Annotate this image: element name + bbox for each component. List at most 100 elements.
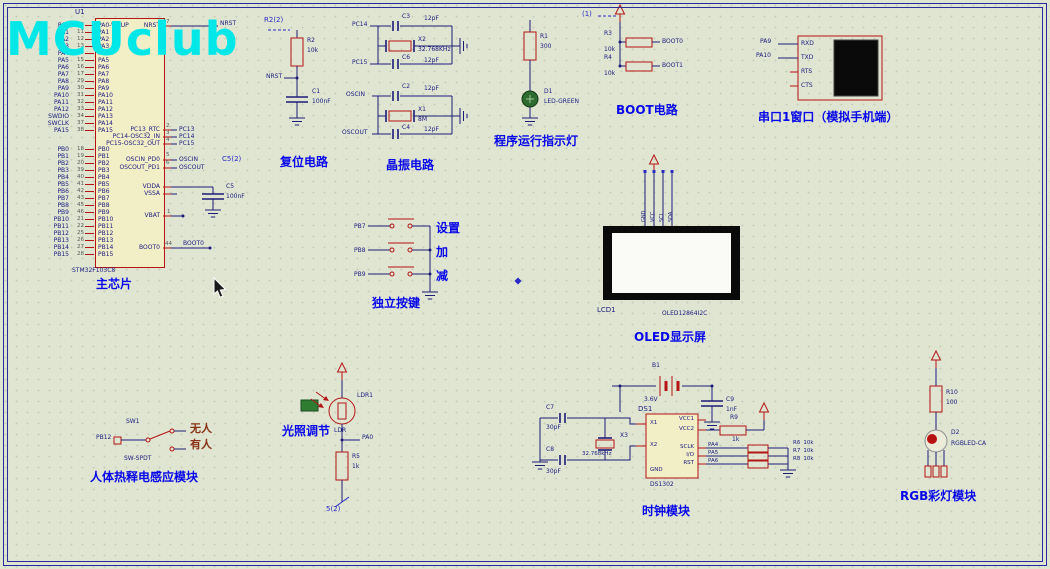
chip-pin-row[interactable]: PB13 26 [28, 237, 94, 244]
net-label[interactable]: NRST [266, 73, 283, 80]
chip-pin-row[interactable]: PB15 28 [28, 251, 94, 258]
ic-ref: DS1 [638, 405, 653, 413]
resistor-ref: R10 [946, 389, 958, 396]
clock-circuit[interactable] [531, 376, 797, 479]
chip-pin-row[interactable]: PA11 32 [28, 99, 94, 106]
net-label[interactable]: OSCOUT [179, 164, 205, 171]
chip-pin-row[interactable]: PA4 14 [28, 50, 94, 57]
pin-line [85, 95, 94, 96]
pin-line [85, 32, 94, 33]
net-label[interactable]: PA5 [708, 450, 719, 456]
terminal-pin-label: RXD [801, 40, 814, 47]
net-label[interactable]: OSCIN [179, 156, 198, 163]
net-label[interactable]: BOOT0 [662, 38, 683, 45]
crystal-circuit[interactable] [370, 21, 468, 139]
keys-circuit[interactable] [368, 218, 439, 300]
chip-pin-row[interactable]: PB12 25 [28, 230, 94, 237]
chip-pin-row[interactable]: PB14 27 [28, 244, 94, 251]
chip-pin-row[interactable]: PA1 11 [28, 29, 94, 36]
net-label[interactable]: BOOT0 [183, 240, 204, 247]
net-label[interactable]: OSCIN [346, 91, 365, 98]
ldr-ref: LDR1 [357, 392, 373, 399]
chip-pin-row[interactable]: PA8 29 [28, 78, 94, 85]
chip-pin-row[interactable]: PB10 21 [28, 216, 94, 223]
net-annotation: C5(2) [222, 155, 242, 163]
pin-net-label: PA0 [57, 22, 69, 29]
net-label[interactable]: PA0 [362, 434, 374, 441]
chip-pin-row[interactable]: PB1 19 [28, 153, 94, 160]
reset-circuit[interactable] [268, 29, 308, 126]
chip-pin-row[interactable]: PB6 42 [28, 188, 94, 195]
pin-number: 14 [77, 50, 84, 56]
chip-pin-row[interactable]: SWCLK 37 [28, 120, 94, 127]
chip-pin-row[interactable]: PA9 30 [28, 85, 94, 92]
main-chip-pins[interactable] [163, 25, 224, 250]
pin-inner-label: PB10 [98, 216, 114, 223]
pin-number: 45 [77, 202, 84, 208]
chip-pin-row[interactable]: PA15 38 [28, 127, 94, 134]
pin-net-label: PB7 [57, 195, 69, 202]
chip-pin-row[interactable]: PA5 15 [28, 57, 94, 64]
chip-pin-row[interactable]: PB11 22 [28, 223, 94, 230]
net-label[interactable]: PA10 [756, 52, 771, 59]
chip-pin-row[interactable]: PB7 43 [28, 195, 94, 202]
chip-pin-row[interactable]: PA2 12 [28, 36, 94, 43]
rgb-circuit[interactable] [924, 350, 948, 478]
torch-control[interactable] [300, 399, 319, 412]
chip-pin-row[interactable]: SWDIO 34 [28, 113, 94, 120]
boot-circuit[interactable] [598, 4, 660, 72]
net-label[interactable]: PB7 [354, 223, 366, 230]
net-label[interactable]: NRST [220, 20, 237, 27]
module-title-ldr: 光照调节 [282, 424, 331, 438]
pin-inner-label: PB6 [98, 188, 110, 195]
terminal-screen[interactable] [833, 39, 879, 97]
net-label[interactable]: PC14 [352, 21, 368, 28]
net-label[interactable]: PC13 [179, 126, 195, 133]
key-row[interactable]: PB8 加 [354, 243, 484, 267]
chip-pin-row[interactable]: PB9 46 [28, 209, 94, 216]
chip-pin-row[interactable]: PA6 16 [28, 64, 94, 71]
chip-pin-row[interactable]: PA10 31 [28, 92, 94, 99]
net-label[interactable]: PA4 [708, 442, 719, 448]
ldr-circuit[interactable] [300, 362, 360, 508]
chip-pin-row[interactable]: PB5 41 [28, 181, 94, 188]
net-label[interactable]: OSCOUT [342, 129, 368, 136]
run-indicator-circuit[interactable] [521, 20, 539, 126]
net-label[interactable]: PB8 [354, 247, 366, 254]
net-label[interactable]: PB12 [96, 434, 112, 441]
key-row[interactable]: PB7 设置 [354, 219, 484, 243]
crystal-ref: X3 [620, 432, 628, 439]
chip-pin-row[interactable]: PB4 40 [28, 174, 94, 181]
main-chip-body[interactable] [95, 18, 165, 268]
pin-inner-label: PB4 [98, 174, 110, 181]
net-label[interactable]: BOOT1 [662, 62, 683, 69]
pin-number: 15 [77, 57, 84, 63]
net-label[interactable]: PC15 [179, 140, 195, 147]
chip-pin-row[interactable]: PA12 33 [28, 106, 94, 113]
net-label[interactable]: PB9 [354, 271, 366, 278]
net-label[interactable]: PA6 [708, 458, 719, 464]
pin-net-label: PA5 [57, 57, 69, 64]
virtual-terminal[interactable] [778, 35, 883, 101]
chip-pin-row[interactable]: PB2 20 [28, 160, 94, 167]
ic-part-label: DS1302 [650, 481, 674, 488]
chip-pin-row[interactable]: PB3 39 [28, 167, 94, 174]
net-label[interactable]: PA9 [760, 38, 772, 45]
key-row[interactable]: PB9 减 [354, 267, 484, 291]
chip-pin-row[interactable]: PB0 18 [28, 146, 94, 153]
lcd-part: OLED12864I2C [662, 310, 708, 317]
oled-circuit[interactable] [514, 154, 740, 300]
net-label[interactable]: PC14 [179, 133, 195, 140]
net-label[interactable]: PC15 [352, 59, 368, 66]
chip-pin-row[interactable]: PB8 45 [28, 202, 94, 209]
pin-number: 42 [77, 188, 84, 194]
chip-pin-row[interactable]: PA3 13 [28, 43, 94, 50]
pir-switch-circuit[interactable] [113, 428, 186, 452]
module-title-oled: OLED显示屏 [634, 330, 707, 344]
pin-net-label: PB4 [57, 174, 69, 181]
chip-pin-row[interactable]: PA0 10 [28, 22, 94, 29]
chip-pin-row[interactable]: PA7 17 [28, 71, 94, 78]
